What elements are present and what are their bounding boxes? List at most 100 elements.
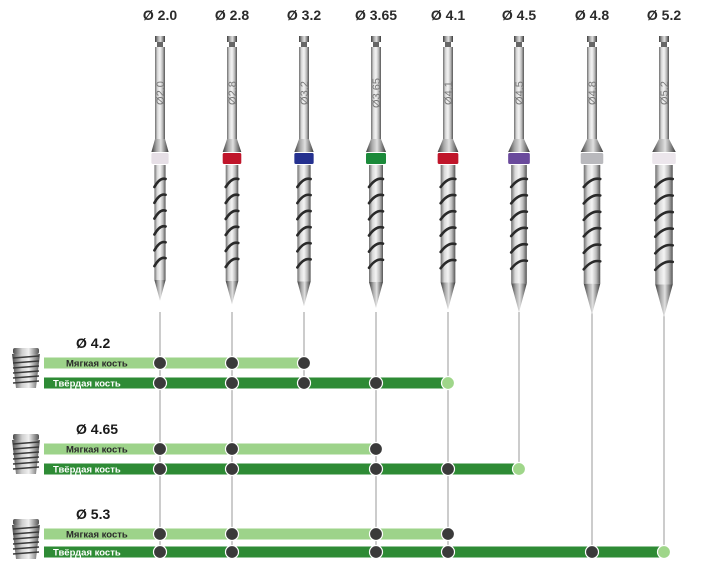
drill-flute xyxy=(296,209,312,221)
drill-flute xyxy=(153,240,167,252)
implant-thread xyxy=(12,360,40,364)
drill-flute xyxy=(582,259,602,271)
drill-shank-text: Ø5.2 xyxy=(659,81,671,105)
drill-flute xyxy=(224,177,240,189)
drill-shank xyxy=(371,47,381,139)
drill-flute xyxy=(439,209,457,221)
drill-diameter-label: Ø 2.0 xyxy=(143,7,177,23)
drill-flute xyxy=(653,210,675,222)
soft-bone-label: Мягкая кость xyxy=(66,359,128,370)
drill-node xyxy=(584,544,600,560)
drill-flute xyxy=(509,193,529,205)
implant-thread xyxy=(12,355,40,359)
drill-notch xyxy=(516,42,522,47)
drill-flare xyxy=(580,139,604,152)
drill-shank-text: Ø2.8 xyxy=(227,81,239,105)
drill-flute xyxy=(439,258,457,270)
drill-flute xyxy=(296,241,312,253)
drill-body xyxy=(154,165,166,280)
soft-bone-bar xyxy=(44,357,304,369)
drill-shank-text: Ø4.1 xyxy=(443,81,455,105)
drill-tip xyxy=(440,282,456,310)
drill-flute xyxy=(224,193,240,205)
hard-bone-bar xyxy=(44,546,664,558)
drill-flute xyxy=(367,193,385,205)
drill-color-ring xyxy=(294,153,314,164)
drill-tip xyxy=(369,282,383,308)
implant-thread xyxy=(12,380,40,384)
drill-flute xyxy=(153,209,167,220)
drill-shank xyxy=(227,47,237,139)
drill-shank xyxy=(659,47,669,139)
drill-flute xyxy=(153,177,167,189)
drill-color-ring xyxy=(508,153,530,164)
drill-top xyxy=(299,36,309,42)
drill-color-ring xyxy=(580,153,604,164)
drill-flute xyxy=(439,226,457,238)
drill-node xyxy=(296,355,312,371)
drill: Ø3.65 xyxy=(366,36,386,308)
drill-node xyxy=(224,461,240,477)
drill-top xyxy=(155,36,165,42)
drill-notch xyxy=(445,42,451,47)
drill-node xyxy=(152,375,168,391)
drill-images: Ø2.0 Ø2.8 Ø3.2 Ø3.65 Ø4.1 Ø4.5 Ø4.8 Ø5.2 xyxy=(151,36,676,317)
hard-bone-bar xyxy=(44,377,448,389)
drill-flute xyxy=(653,177,675,189)
drill-node xyxy=(224,526,240,542)
implant-thread xyxy=(12,541,40,545)
drill-flute xyxy=(367,177,385,189)
drill-flute xyxy=(153,193,167,205)
implant-diameter-label: Ø 4.65 xyxy=(76,421,118,437)
drill-color-ring xyxy=(652,153,676,164)
soft-bone-label: Мягкая кость xyxy=(66,530,128,541)
drill-diameter-label: Ø 5.2 xyxy=(647,7,681,23)
implant-head xyxy=(13,519,39,525)
final-drill-node xyxy=(656,544,672,560)
drill-flute xyxy=(153,256,167,268)
drill-flare xyxy=(294,139,314,152)
drill-flute xyxy=(509,242,529,254)
drill-node xyxy=(152,544,168,560)
drill-flute xyxy=(509,259,529,271)
drill-flute xyxy=(582,177,602,189)
drill-flute xyxy=(296,225,312,237)
implant-diameter-label: Ø 4.2 xyxy=(76,335,110,351)
drill-notch xyxy=(373,42,379,47)
drill-shank xyxy=(587,47,597,139)
drill-diameter-label: Ø 4.8 xyxy=(575,7,609,23)
drill: Ø4.1 xyxy=(437,36,459,310)
drill-shank xyxy=(299,47,309,139)
drill: Ø4.8 xyxy=(580,36,604,315)
drill-diameter-label: Ø 4.5 xyxy=(502,7,536,23)
drill-top xyxy=(227,36,237,42)
drill-node xyxy=(152,441,168,457)
drill-flare xyxy=(437,139,459,152)
implant-thread xyxy=(12,536,40,540)
drill-flute xyxy=(296,177,312,189)
drill: Ø4.5 xyxy=(508,36,530,313)
drill-shank-text: Ø3.2 xyxy=(299,81,311,105)
drill-top xyxy=(443,36,453,42)
final-drill-node xyxy=(440,375,456,391)
drill-flare xyxy=(222,139,242,152)
drill-top xyxy=(371,36,381,42)
drill-node xyxy=(440,461,456,477)
drill-color-ring xyxy=(222,153,242,164)
implant-icon xyxy=(12,519,40,559)
drill-tip xyxy=(511,283,527,313)
drill-color-ring xyxy=(366,153,386,164)
implant-thread xyxy=(12,456,40,460)
drill-flute xyxy=(582,193,602,205)
drill-flare xyxy=(366,139,386,152)
drill-node xyxy=(224,441,240,457)
drill-flare xyxy=(151,139,169,152)
drill-shank-text: Ø2.0 xyxy=(155,81,167,105)
drill-notch xyxy=(157,42,163,47)
drill-node xyxy=(224,544,240,560)
drill-node xyxy=(224,355,240,371)
